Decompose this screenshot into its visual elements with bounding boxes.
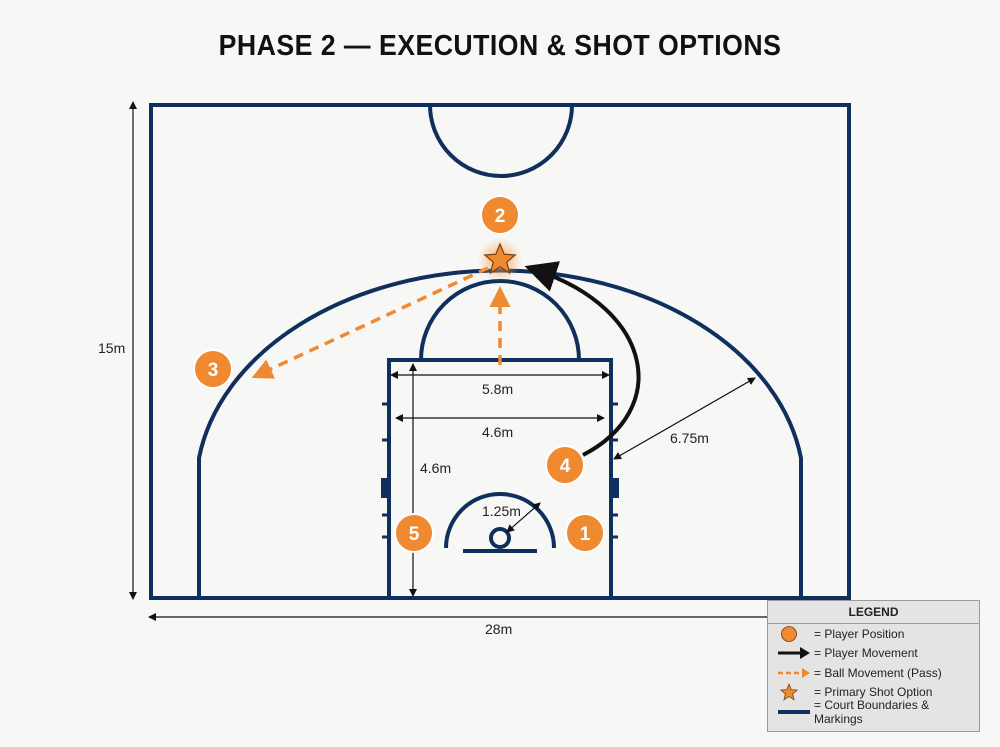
orange-dashed-arrow-icon [776,664,814,682]
player-5: 5 [394,513,434,553]
black-arrow-icon [776,644,814,662]
dimension-labels: 15m 28m 5.8m 4.6m 4.6m 1.25m 6.75m [98,340,709,637]
player-1: 1 [565,513,605,553]
player-2: 2 [480,195,520,235]
player-4: 4 [545,445,585,485]
free-throw-semicircle [419,279,581,361]
legend-item-primary-shot: = Primary Shot Option [768,683,979,703]
player-5-number: 5 [409,524,420,545]
restricted-radius-label: 1.25m [482,503,521,519]
orange-star-icon [776,683,814,701]
diagram-title: PHASE 2 — EXECUTION & SHOT OPTIONS [218,30,782,62]
three-point-distance-label: 6.75m [670,430,709,446]
hoop [489,527,511,549]
legend-item-court-lines: = Court Boundaries & Markings [768,698,979,726]
center-circle [428,104,574,178]
dimension-lines [129,101,852,621]
legend: LEGEND = Player Position = Player Moveme… [767,600,980,732]
primary-shot-star-icon [483,242,517,275]
lane-width-label: 4.6m [482,424,513,440]
player-4-movement-arrow [524,261,641,457]
player-circle-icon [776,625,814,643]
legend-label: = Primary Shot Option [814,685,933,700]
legend-item-ball-movement: = Ball Movement (Pass) [768,663,979,683]
pass-arrow-2-to-3 [251,266,489,379]
court-length-label: 15m [98,340,125,356]
player-4-number: 4 [560,456,571,477]
lane-top-label: 5.8m [482,381,513,397]
player-1-number: 1 [580,524,591,545]
player-3-number: 3 [208,360,219,381]
navy-line-icon [776,703,814,721]
legend-label: = Court Boundaries & Markings [814,697,930,726]
player-2-number: 2 [495,206,506,227]
legend-title: LEGEND [768,601,979,624]
legend-label: = Player Movement [814,646,918,661]
legend-label: = Player Position [814,626,905,641]
restricted-area-arc [444,492,556,549]
legend-label: = Ball Movement (Pass) [814,665,942,680]
court-lines [149,103,851,600]
player-3: 3 [193,349,233,389]
restricted-radius-dimension [506,502,541,533]
legend-item-player-movement: = Player Movement [768,644,979,664]
three-point-distance-dimension [613,377,756,460]
lane-depth-label: 4.6m [420,460,451,476]
legend-item-player-position: = Player Position [768,624,979,644]
court-boundary [149,103,851,600]
court-width-label: 28m [485,621,512,637]
